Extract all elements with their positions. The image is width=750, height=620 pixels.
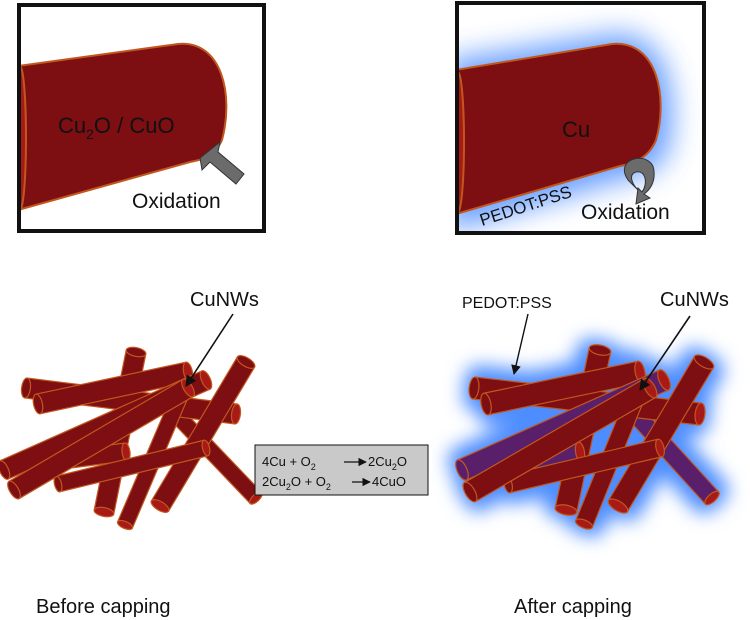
pedot-pointer <box>511 313 529 375</box>
nanowire-rod-coated <box>607 354 715 514</box>
nanowire-rod <box>150 355 256 513</box>
network-before-capping <box>0 346 263 531</box>
caption-after-capping: After capping <box>514 596 632 618</box>
cunws-label-left: CuNWs <box>190 289 259 311</box>
nanowire-rod-coated <box>503 438 665 494</box>
nanowire-oxidized <box>20 42 228 211</box>
oxidation-label-right: Oxidation <box>581 201 670 224</box>
oxidation-arrow-icon <box>199 140 245 185</box>
cunws-pointer-right <box>639 315 691 391</box>
blocked-oxidation-arrow-icon <box>624 157 655 205</box>
reaction-2-rhs: 4CuO <box>372 474 406 489</box>
cunws-label-right: CuNWs <box>660 289 729 311</box>
cunws-pointer-left <box>185 313 234 387</box>
reaction-1-rhs: 2Cu2O <box>368 454 407 472</box>
wire-material-label: Cu2O / CuO <box>58 113 175 142</box>
oxidation-label-left: Oxidation <box>132 190 221 213</box>
reaction-box: 4Cu + O2 2Cu2O 2Cu2O + O2 4CuO <box>254 444 429 496</box>
reaction-2-lhs: 2Cu2O + O2 <box>262 474 331 492</box>
nanowire-end-right <box>458 71 465 213</box>
reaction-1-lhs: 4Cu + O2 <box>262 454 316 472</box>
network-after-capping <box>447 338 729 537</box>
panel-frame-left <box>17 3 266 233</box>
wire-core-label: Cu <box>562 117 590 142</box>
nanowire-end-left <box>20 65 27 211</box>
nanowire-rod <box>32 361 194 415</box>
caption-before-capping: Before capping <box>36 596 171 618</box>
panel-before-oxidation: Cu2O / CuO Oxidation <box>17 3 266 233</box>
nanowire-rod <box>7 378 195 500</box>
nanowire-rod-coated <box>480 360 646 416</box>
pedot-label-network: PEDOT:PSS <box>462 295 552 312</box>
panel-frame-right <box>455 1 706 235</box>
reaction-box-bg <box>254 444 429 496</box>
panel-after-capping-zoom: Cu PEDOT:PSS Oxidation <box>455 1 706 235</box>
